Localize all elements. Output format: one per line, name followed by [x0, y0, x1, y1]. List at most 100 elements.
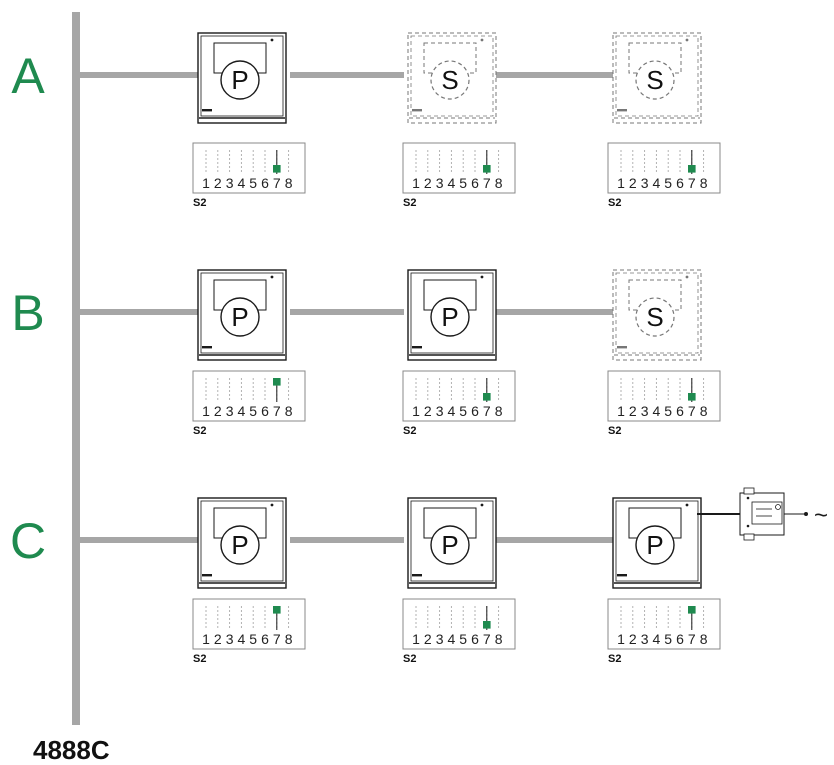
row-label: C — [10, 513, 46, 569]
unit-type-label: S — [646, 302, 663, 332]
switch-number: 1 — [412, 175, 420, 191]
switch-number: 7 — [273, 175, 281, 191]
switch-number: 6 — [471, 175, 479, 191]
unit-type-circle — [430, 525, 470, 565]
switch-number: 4 — [448, 403, 456, 419]
switch-number: 1 — [412, 403, 420, 419]
switch-frame — [607, 370, 721, 422]
switch-number: 3 — [436, 403, 444, 419]
unit-bezel — [615, 35, 699, 117]
led-indicator — [270, 275, 274, 279]
bus-segment — [290, 309, 404, 315]
switch-number: 4 — [238, 403, 246, 419]
switch-number: 5 — [459, 631, 467, 647]
switch-7-lever — [688, 165, 696, 173]
bus-segment — [496, 537, 614, 543]
switch-number: 7 — [483, 631, 491, 647]
unit-bezel — [200, 500, 284, 582]
switch-label: S2 — [403, 425, 416, 437]
switch-number: 7 — [483, 403, 491, 419]
switch-number: 5 — [664, 403, 672, 419]
switch-number: 2 — [424, 403, 432, 419]
switch-number: 2 — [214, 175, 222, 191]
switch-7-lever — [483, 621, 491, 629]
row-label: A — [11, 48, 45, 104]
switch-frame — [402, 598, 516, 650]
bus-segment — [78, 309, 202, 315]
switch-number: 6 — [261, 631, 269, 647]
switch-number: 3 — [641, 403, 649, 419]
switch-frame — [607, 142, 721, 194]
unit-type-label: P — [646, 530, 663, 560]
bus-segment — [78, 537, 202, 543]
switch-number: 1 — [617, 175, 625, 191]
unit-housing — [612, 32, 702, 124]
unit-type-circle — [220, 60, 260, 100]
switch-frame — [402, 370, 516, 422]
switch-number: 2 — [214, 403, 222, 419]
switch-number: 1 — [617, 631, 625, 647]
switch-label: S2 — [403, 653, 416, 665]
switch-number: 2 — [424, 631, 432, 647]
switch-number: 1 — [202, 175, 210, 191]
switch-number: 8 — [285, 631, 293, 647]
switch-label: S2 — [403, 197, 416, 209]
bus-segment — [290, 537, 404, 543]
unit-type-label: P — [441, 302, 458, 332]
supply-screw — [746, 524, 750, 528]
switch-number: 7 — [273, 403, 281, 419]
brand-logo — [617, 109, 627, 112]
unit-type-circle — [635, 297, 675, 337]
switch-number: 2 — [424, 175, 432, 191]
switch-label: S2 — [193, 653, 206, 665]
switch-label: S2 — [608, 197, 621, 209]
switch-number: 5 — [459, 403, 467, 419]
switch-number: 4 — [448, 631, 456, 647]
switch-number: 6 — [471, 403, 479, 419]
switch-number: 7 — [688, 403, 696, 419]
bus-segment — [290, 72, 404, 78]
switch-7-lever — [273, 378, 281, 386]
switch-number: 1 — [412, 631, 420, 647]
switch-number: 8 — [495, 631, 503, 647]
switch-number: 6 — [261, 403, 269, 419]
supply-face — [751, 501, 783, 525]
switch-number: 5 — [249, 631, 257, 647]
switch-number: 8 — [285, 175, 293, 191]
unit-bezel — [615, 500, 699, 582]
bus-segment — [78, 72, 202, 78]
switch-number: 5 — [249, 403, 257, 419]
led-indicator — [270, 38, 274, 42]
switch-frame — [192, 142, 306, 194]
led-indicator — [480, 503, 484, 507]
switch-number: 4 — [238, 631, 246, 647]
switch-number: 3 — [226, 403, 234, 419]
unit-bezel — [410, 35, 494, 117]
unit-type-label: P — [231, 302, 248, 332]
switch-frame — [402, 142, 516, 194]
switch-number: 1 — [202, 631, 210, 647]
switch-number: 1 — [202, 403, 210, 419]
switch-number: 4 — [653, 175, 661, 191]
switch-number: 4 — [448, 175, 456, 191]
supply-screw — [746, 496, 750, 500]
switch-label: S2 — [608, 653, 621, 665]
unit-type-label: S — [441, 65, 458, 95]
unit-type-circle — [635, 60, 675, 100]
brand-logo — [412, 346, 422, 349]
switch-frame — [607, 598, 721, 650]
brand-logo — [202, 346, 212, 349]
unit-type-label: P — [231, 65, 248, 95]
switch-frame — [192, 598, 306, 650]
switch-number: 4 — [238, 175, 246, 191]
